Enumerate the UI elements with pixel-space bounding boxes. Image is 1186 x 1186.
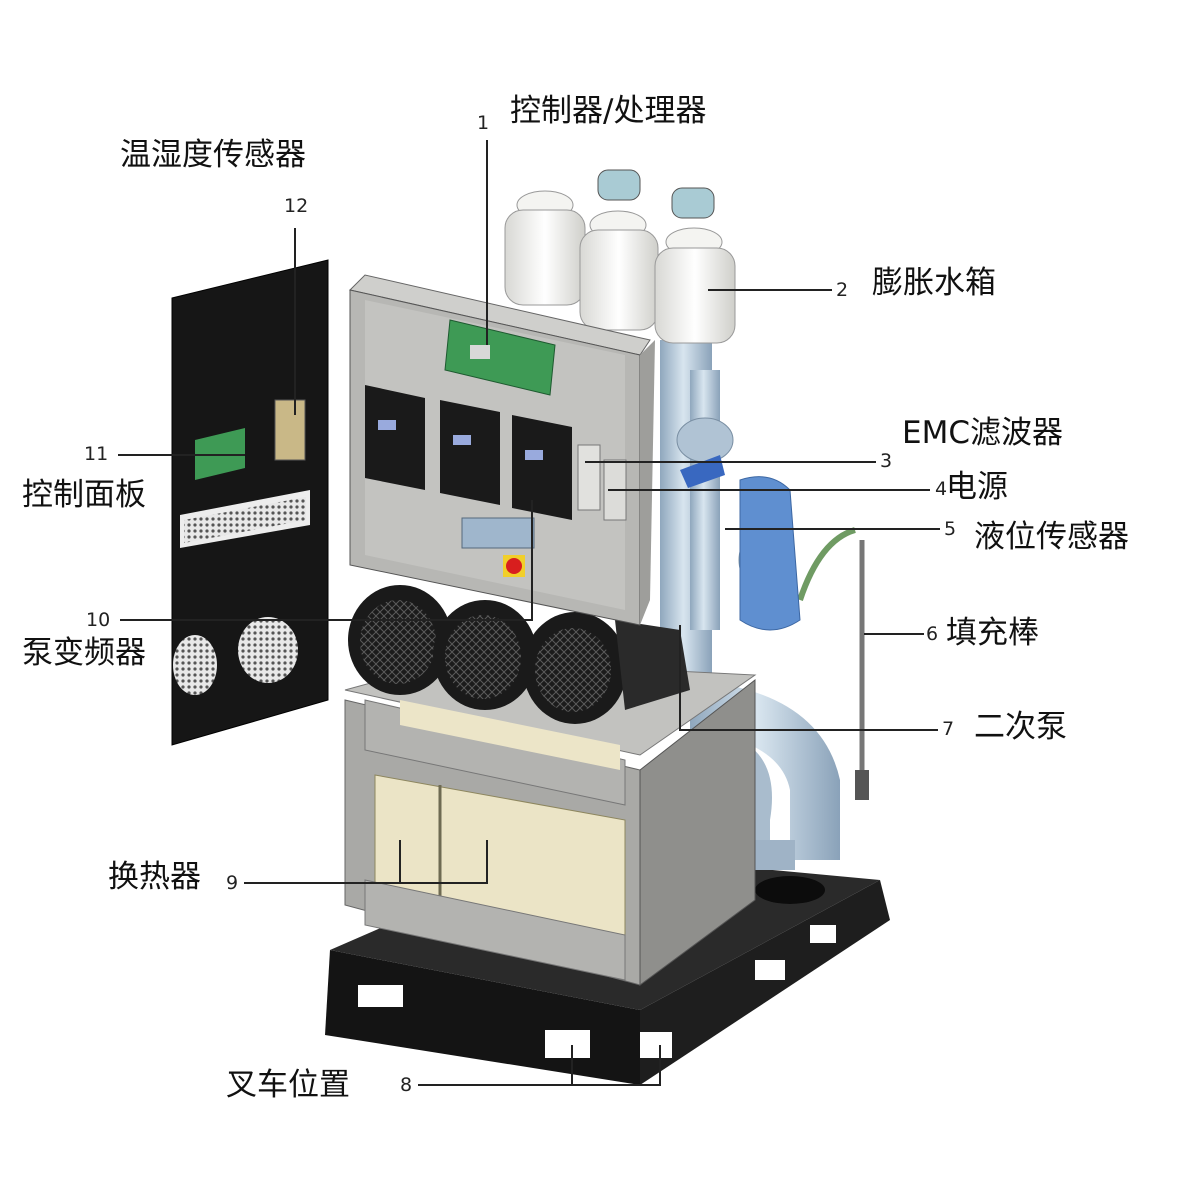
filling-rod [797, 527, 869, 800]
callout-number-1: 1 [477, 112, 490, 134]
label-level-sensor: 液位传感器 [974, 519, 1129, 555]
leader-lines [118, 140, 940, 1086]
callout-number-6: 6 [926, 623, 939, 645]
forklift-slot [640, 1032, 672, 1058]
label-expansion-tank: 膨胀水箱 [872, 265, 996, 301]
pump-motors [348, 585, 690, 724]
label-pump-vfd: 泵变频器 [22, 635, 146, 671]
door-panel [171, 259, 329, 746]
expansion-tanks [504, 169, 736, 344]
forklift-slot [358, 985, 403, 1007]
callout-number-8: 8 [400, 1074, 413, 1096]
label-emc-filter: EMC滤波器 [902, 415, 1063, 451]
callout-number-5: 5 [944, 518, 957, 540]
callout-number-11: 11 [84, 443, 109, 465]
electrical-cabinet [349, 274, 655, 626]
forklift-slot [545, 1030, 590, 1058]
label-temp-humidity-sensor: 温湿度传感器 [120, 137, 306, 173]
callout-number-3: 3 [880, 450, 893, 472]
label-secondary-pump: 二次泵 [974, 709, 1067, 745]
callout-number-10: 10 [86, 609, 111, 631]
callout-number-7: 7 [942, 718, 955, 740]
label-heat-exchanger: 换热器 [108, 859, 201, 895]
label-filling-rod: 填充棒 [946, 615, 1039, 651]
forklift-slot [755, 960, 785, 980]
label-control-panel: 控制面板 [22, 477, 146, 513]
callout-number-9: 9 [226, 872, 239, 894]
label-controller: 控制器/处理器 [510, 93, 707, 129]
forklift-slot [810, 925, 836, 943]
label-power-supply: 电源 [946, 469, 1008, 505]
label-forklift: 叉车位置 [226, 1067, 350, 1103]
callout-number-2: 2 [836, 279, 849, 301]
level-sensor [680, 455, 801, 631]
callout-number-12: 12 [284, 195, 309, 217]
callout-number-4: 4 [935, 478, 948, 500]
